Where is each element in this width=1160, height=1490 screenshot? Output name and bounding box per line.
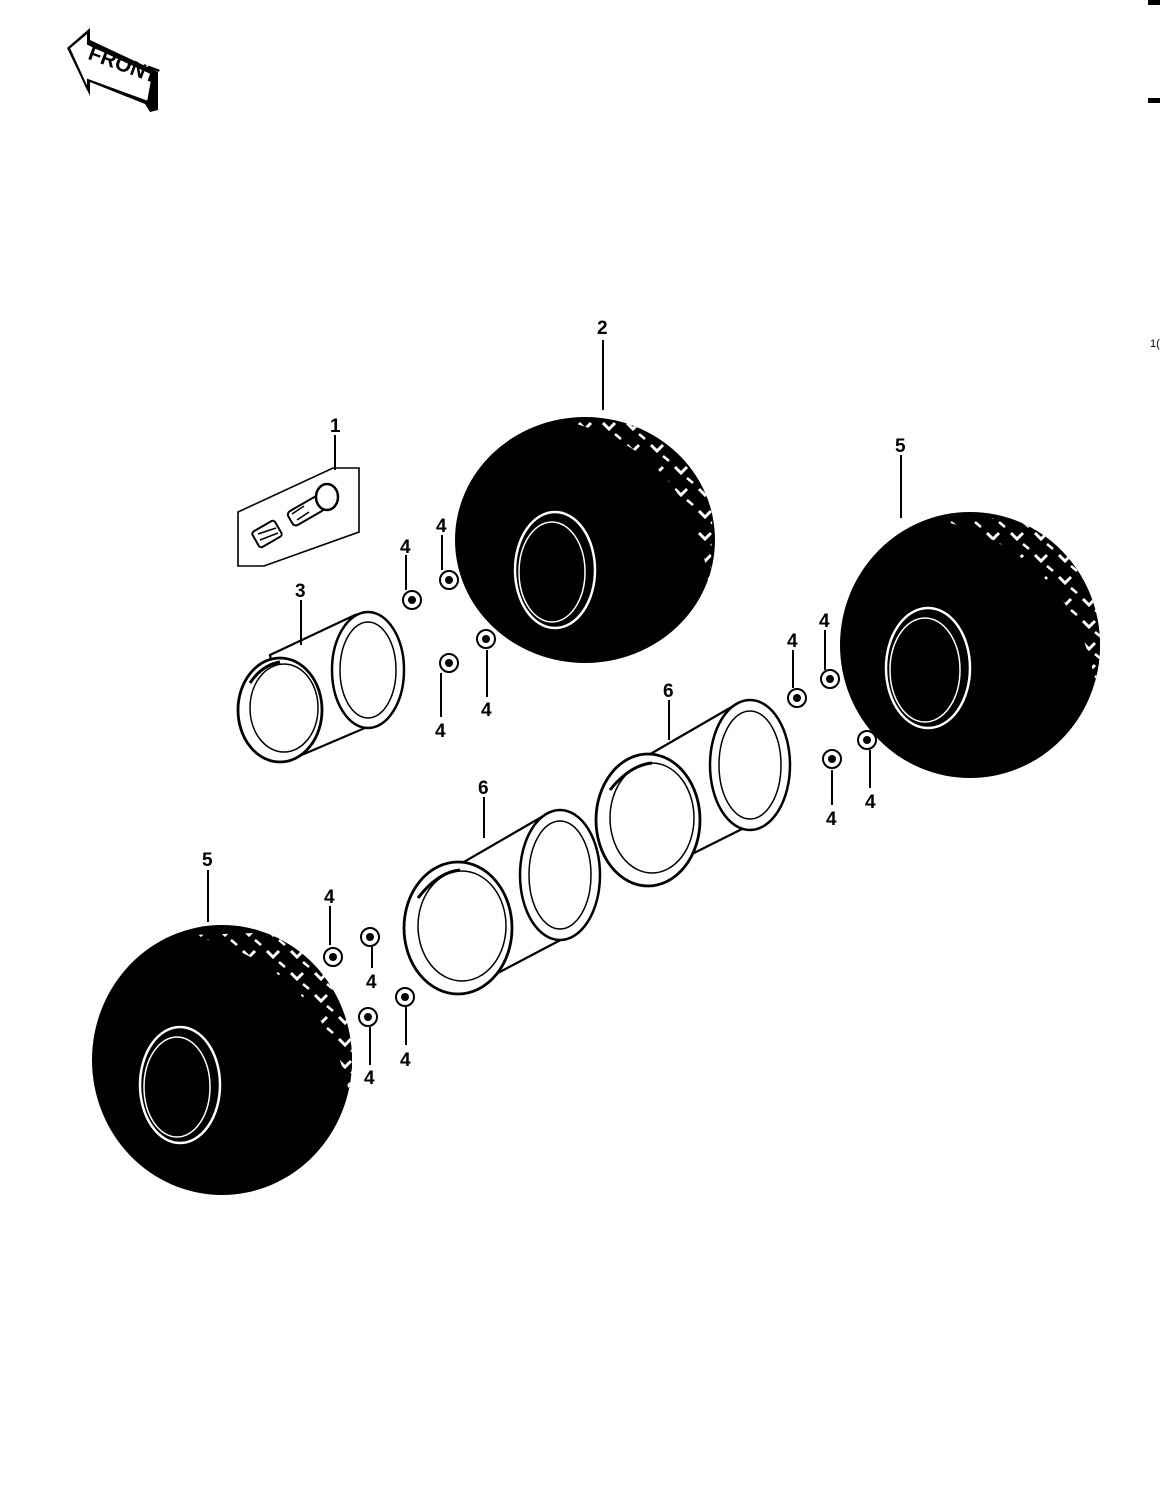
callout-4: 4 (481, 700, 492, 721)
valve-assembly (237, 435, 360, 567)
callout-1: 1 (330, 416, 341, 437)
tire-right (840, 512, 1100, 778)
lug-nut (857, 730, 877, 750)
lug-nut (402, 590, 422, 610)
front-arrow-icon: FRONT (67, 28, 161, 112)
callout-4: 4 (436, 516, 447, 537)
callout-4: 4 (400, 1050, 411, 1071)
lug-nut (820, 669, 840, 689)
lug-nut (787, 688, 807, 708)
callout-3: 3 (295, 581, 306, 602)
lug-nut (439, 653, 459, 673)
lug-nut (358, 1007, 378, 1027)
tire-left (92, 925, 352, 1195)
callout-4: 4 (400, 537, 411, 558)
lug-nut (395, 987, 415, 1007)
callout-4: 4 (826, 809, 837, 830)
lug-nut (822, 749, 842, 769)
callout-6: 6 (663, 681, 674, 702)
lug-nut (360, 927, 380, 947)
callout-4: 4 (324, 887, 335, 908)
callout-4: 4 (435, 721, 446, 742)
edge-mark-top (1148, 0, 1160, 5)
valve-cap (251, 519, 283, 549)
callout-6: 6 (478, 778, 489, 799)
callout-4: 4 (366, 972, 377, 993)
callout-4: 4 (819, 611, 830, 632)
callout-5: 5 (202, 850, 213, 871)
rim-6-left (402, 808, 602, 996)
tire-top (455, 417, 715, 663)
page-mark: 1( (1150, 338, 1160, 350)
leader-lines (207, 340, 902, 1065)
lug-nut (323, 947, 343, 967)
valve-stem (286, 482, 340, 527)
callout-5: 5 (895, 436, 906, 457)
rim-3 (236, 610, 406, 764)
callout-4: 4 (787, 631, 798, 652)
lug-nut (439, 570, 459, 590)
callout-4: 4 (865, 792, 876, 813)
callout-2: 2 (597, 318, 608, 339)
rim-6-right (594, 698, 792, 888)
callout-4: 4 (364, 1068, 375, 1089)
edge-mark-mid (1148, 98, 1160, 103)
lug-nut (476, 629, 496, 649)
